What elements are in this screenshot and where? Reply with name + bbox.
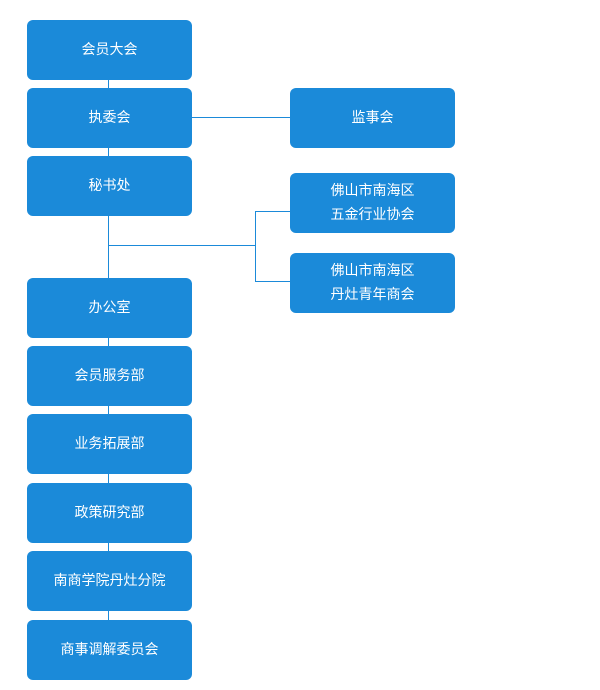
supervisory-board-label: 监事会 bbox=[351, 110, 394, 126]
office-node: 办公室 bbox=[27, 278, 192, 338]
office-label: 办公室 bbox=[88, 300, 131, 316]
business-school-branch-label: 南商学院丹灶分院 bbox=[53, 573, 166, 589]
policy-research-node: 政策研究部 bbox=[27, 483, 192, 543]
member-services-label: 会员服务部 bbox=[74, 368, 145, 384]
business-development-node: 业务拓展部 bbox=[27, 414, 192, 474]
youth-chamber-node: 佛山市南海区 丹灶青年商会 bbox=[290, 253, 455, 313]
secretariat-label: 秘书处 bbox=[88, 178, 131, 194]
business-school-branch-node: 南商学院丹灶分院 bbox=[27, 551, 192, 611]
mediation-committee-node: 商事调解委员会 bbox=[27, 620, 192, 680]
hardware-association-line-2: 五金行业协会 bbox=[330, 207, 415, 223]
member-services-node: 会员服务部 bbox=[27, 346, 192, 406]
secretariat-node: 秘书处 bbox=[27, 156, 192, 216]
business-development-label: 业务拓展部 bbox=[74, 436, 145, 452]
youth-chamber-line-2: 丹灶青年商会 bbox=[330, 287, 415, 303]
mediation-committee-label: 商事调解委员会 bbox=[60, 642, 159, 658]
youth-chamber-line-1: 佛山市南海区 bbox=[330, 263, 415, 279]
policy-research-label: 政策研究部 bbox=[74, 505, 145, 521]
executive-committee-node: 执委会 bbox=[27, 88, 192, 148]
hardware-association-line-1: 佛山市南海区 bbox=[330, 183, 415, 199]
executive-committee-label: 执委会 bbox=[88, 110, 131, 126]
supervisory-board-node: 监事会 bbox=[290, 88, 455, 148]
hardware-association-node: 佛山市南海区 五金行业协会 bbox=[290, 173, 455, 233]
general-assembly-label: 会员大会 bbox=[81, 42, 138, 58]
general-assembly-node: 会员大会 bbox=[27, 20, 192, 80]
